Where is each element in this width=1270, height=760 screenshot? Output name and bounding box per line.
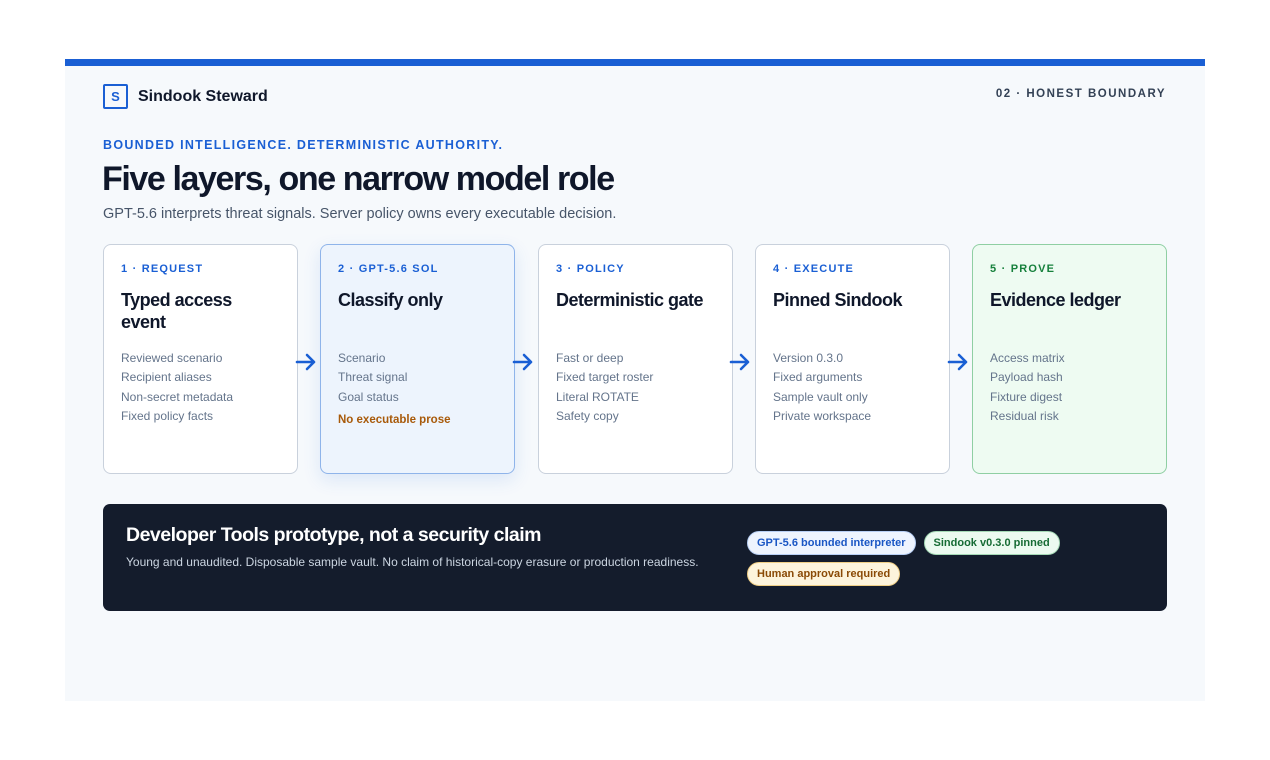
- layer-item: Threat signal: [338, 370, 408, 385]
- layer-item: Recipient aliases: [121, 370, 212, 385]
- layer-items: Fast or deep Fixed target roster Literal…: [556, 349, 715, 426]
- brand-logo: S: [103, 84, 128, 109]
- page-title: Five layers, one narrow model role: [102, 160, 615, 198]
- layer-item: Safety copy: [556, 408, 619, 423]
- layer-item: Scenario: [338, 351, 386, 365]
- layer-item: Goal status: [338, 389, 399, 404]
- layer-item: Fixed target roster: [556, 370, 654, 385]
- disclaimer-banner: Developer Tools prototype, not a securit…: [103, 504, 1167, 611]
- layer-item: Literal ROTATE: [556, 389, 639, 404]
- arrow-right-icon: [729, 353, 750, 371]
- layer-item: Fixed arguments: [773, 370, 863, 385]
- page-subtitle: GPT-5.6 interprets threat signals. Serve…: [103, 206, 617, 222]
- layer-step: 1 · REQUEST: [121, 263, 204, 275]
- layer-title: Deterministic gate: [556, 290, 704, 310]
- layer-step: 3 · POLICY: [556, 263, 625, 275]
- layer-step: 2 · GPT-5.6 SOL: [338, 263, 439, 275]
- layer-item: Access matrix: [990, 351, 1065, 365]
- badge-group: GPT-5.6 bounded interpreter Sindook v0.3…: [747, 531, 1077, 586]
- badge-human-approval: Human approval required: [747, 562, 901, 586]
- eyebrow: BOUNDED INTELLIGENCE. DETERMINISTIC AUTH…: [103, 138, 504, 152]
- layer-card-classify: 2 · GPT-5.6 SOL Classify only Scenario T…: [320, 244, 515, 474]
- layer-card-prove: 5 · PROVE Evidence ledger Access matrix …: [972, 244, 1167, 474]
- layer-step: 4 · EXECUTE: [773, 263, 855, 275]
- layer-items: Access matrix Payload hash Fixture diges…: [990, 349, 1149, 426]
- layer-title: Classify only: [338, 290, 443, 310]
- disclaimer-text: Young and unaudited. Disposable sample v…: [126, 555, 699, 569]
- brand: S Sindook Steward: [103, 84, 268, 109]
- layer-warning-note: No executable prose: [338, 413, 451, 426]
- layer-card-execute: 4 · EXECUTE Pinned Sindook Version 0.3.0…: [755, 244, 950, 474]
- brand-name: Sindook Steward: [138, 87, 268, 105]
- layer-item: Residual risk: [990, 408, 1059, 423]
- layer-item: Fast or deep: [556, 351, 624, 365]
- badge-bounded-interpreter: GPT-5.6 bounded interpreter: [747, 531, 916, 555]
- arrow-right-icon: [295, 353, 316, 371]
- layer-title: Typed access event: [121, 290, 232, 332]
- arrow-right-icon: [947, 353, 968, 371]
- disclaimer-title: Developer Tools prototype, not a securit…: [126, 524, 542, 546]
- layer-item: Fixture digest: [990, 389, 1063, 404]
- layer-item: Fixed policy facts: [121, 408, 214, 423]
- layer-item: Sample vault only: [773, 389, 868, 404]
- layer-items: Version 0.3.0 Fixed arguments Sample vau…: [773, 349, 932, 426]
- layer-items: Scenario Threat signal Goal status: [338, 349, 497, 407]
- layer-item: Private workspace: [773, 408, 872, 423]
- layer-items: Reviewed scenario Recipient aliases Non-…: [121, 349, 280, 426]
- badge-pinned-version: Sindook v0.3.0 pinned: [923, 531, 1060, 555]
- section-label: 02 · HONEST BOUNDARY: [995, 88, 1166, 100]
- layer-item: Version 0.3.0: [773, 351, 844, 365]
- layer-card-policy: 3 · POLICY Deterministic gate Fast or de…: [538, 244, 733, 474]
- layer-step: 5 · PROVE: [990, 263, 1056, 275]
- layer-title: Evidence ledger: [990, 290, 1121, 310]
- layer-title: Pinned Sindook: [773, 290, 903, 310]
- slide: S Sindook Steward 02 · HONEST BOUNDARY B…: [65, 59, 1205, 701]
- layer-item: Payload hash: [990, 370, 1063, 385]
- layer-card-request: 1 · REQUEST Typed access event Reviewed …: [103, 244, 298, 474]
- layer-item: Non-secret metadata: [121, 389, 234, 404]
- arrow-right-icon: [512, 353, 533, 371]
- layer-item: Reviewed scenario: [121, 351, 223, 365]
